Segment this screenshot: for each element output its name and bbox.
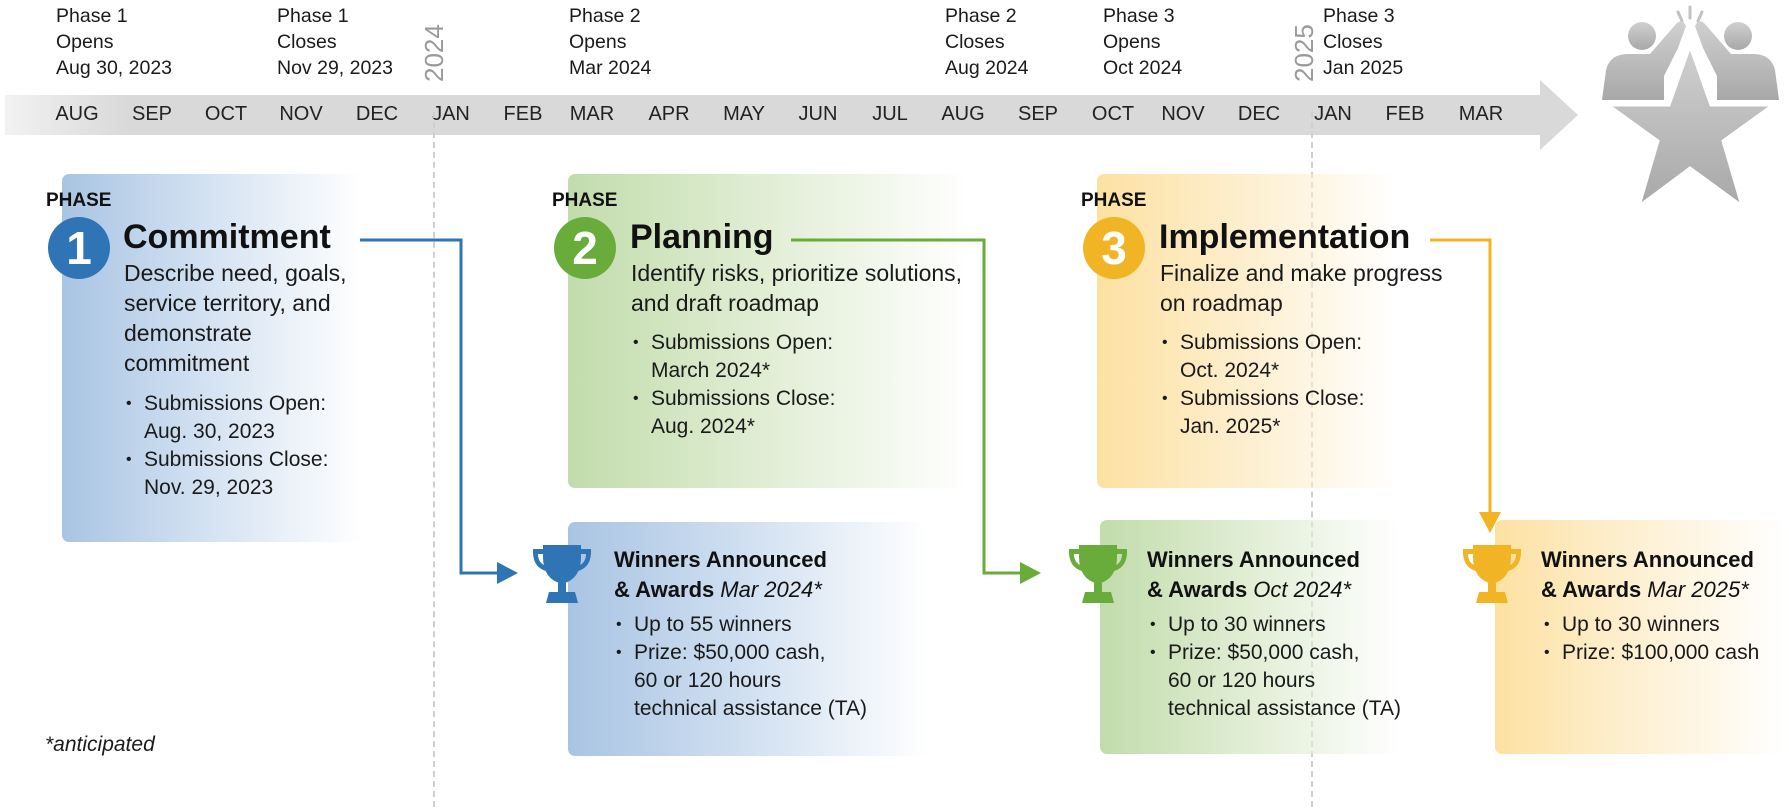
phase3-arrowhead xyxy=(1479,512,1501,533)
high-five-star-icon xyxy=(1602,5,1779,210)
phase3-title: Implementation xyxy=(1159,218,1411,256)
phase1-connector-arrow xyxy=(360,238,500,575)
month-label: OCT xyxy=(204,103,248,125)
phase2-arrowhead xyxy=(1020,562,1041,584)
list-item: Submissions Open:Oct. 2024* xyxy=(1160,329,1364,385)
list-item: Submissions Close:Aug. 2024* xyxy=(631,385,835,441)
month-label: AUG xyxy=(941,103,985,125)
timeline-bar xyxy=(5,95,1540,135)
award3-date: Mar 2025* xyxy=(1647,577,1749,602)
month-label: MAY xyxy=(723,103,765,125)
phase1-arrowhead xyxy=(497,562,518,584)
timeline-arrowhead xyxy=(1540,80,1578,150)
phase1-label: PHASE xyxy=(46,190,112,211)
phase3-description: Finalize and make progress on roadmap xyxy=(1160,260,1443,316)
award1-date: Mar 2024* xyxy=(720,577,822,602)
trophy-icon xyxy=(532,545,592,603)
phase2-description: Identify risks, prioritize solutions, an… xyxy=(631,260,963,316)
phase1-description: Describe need, goals, service territory,… xyxy=(124,260,347,376)
list-item: Prize: $100,000 cash xyxy=(1542,639,1759,667)
month-label: APR xyxy=(648,103,690,125)
trophy-icon xyxy=(1068,545,1128,603)
month-label: JAN xyxy=(1314,103,1352,125)
month-label: SEP xyxy=(131,103,173,125)
list-item: Prize: $50,000 cash,60 or 120 hourstechn… xyxy=(1148,639,1401,723)
footnote: *anticipated xyxy=(45,733,155,756)
month-label: AUG xyxy=(55,103,99,125)
phase1-bullets: Submissions Open:Aug. 30, 2023 Submissio… xyxy=(124,390,328,502)
month-label: NOV xyxy=(1161,103,1205,125)
phase2-number-badge: 2 xyxy=(554,217,616,279)
month-label: JUN xyxy=(798,103,838,125)
list-item: Submissions Close:Jan. 2025* xyxy=(1160,385,1364,441)
phase2-connector-arrow xyxy=(791,238,1023,575)
month-label: OCT xyxy=(1091,103,1135,125)
month-label: DEC xyxy=(1237,103,1281,125)
phase1-number-badge: 1 xyxy=(48,217,110,279)
list-item: Submissions Open:March 2024* xyxy=(631,329,835,385)
award1-bullets: Up to 55 winners Prize: $50,000 cash,60 … xyxy=(614,611,867,723)
list-item: Submissions Close:Nov. 29, 2023 xyxy=(124,446,328,502)
month-label: JUL xyxy=(872,103,908,125)
month-label: MAR xyxy=(1458,103,1504,125)
month-label: FEB xyxy=(503,103,543,125)
list-item: Up to 30 winners xyxy=(1148,611,1401,639)
phase3-number-badge: 3 xyxy=(1083,217,1145,279)
month-label: MAR xyxy=(569,103,615,125)
phase2-title: Planning xyxy=(630,218,774,256)
list-item: Up to 30 winners xyxy=(1542,611,1759,639)
month-label: DEC xyxy=(355,103,399,125)
month-label: NOV xyxy=(279,103,323,125)
award3-bullets: Up to 30 winners Prize: $100,000 cash xyxy=(1542,611,1759,667)
phase3-bullets: Submissions Open:Oct. 2024* Submissions … xyxy=(1160,329,1364,441)
award2-bullets: Up to 30 winners Prize: $50,000 cash,60 … xyxy=(1148,611,1401,723)
month-label: JAN xyxy=(432,103,470,125)
phase2-label: PHASE xyxy=(552,190,618,211)
phase3-connector-arrow xyxy=(1430,238,1492,515)
month-label: SEP xyxy=(1017,103,1059,125)
phase2-bullets: Submissions Open:March 2024* Submissions… xyxy=(631,329,835,441)
award2-date: Oct 2024* xyxy=(1253,577,1352,602)
year-divider-2024 xyxy=(433,112,435,807)
list-item: Prize: $50,000 cash,60 or 120 hourstechn… xyxy=(614,639,867,723)
month-label: FEB xyxy=(1385,103,1425,125)
trophy-icon xyxy=(1462,545,1522,603)
list-item: Submissions Open:Aug. 30, 2023 xyxy=(124,390,328,446)
phase3-label: PHASE xyxy=(1081,190,1147,211)
list-item: Up to 55 winners xyxy=(614,611,867,639)
phase1-title: Commitment xyxy=(123,218,331,256)
